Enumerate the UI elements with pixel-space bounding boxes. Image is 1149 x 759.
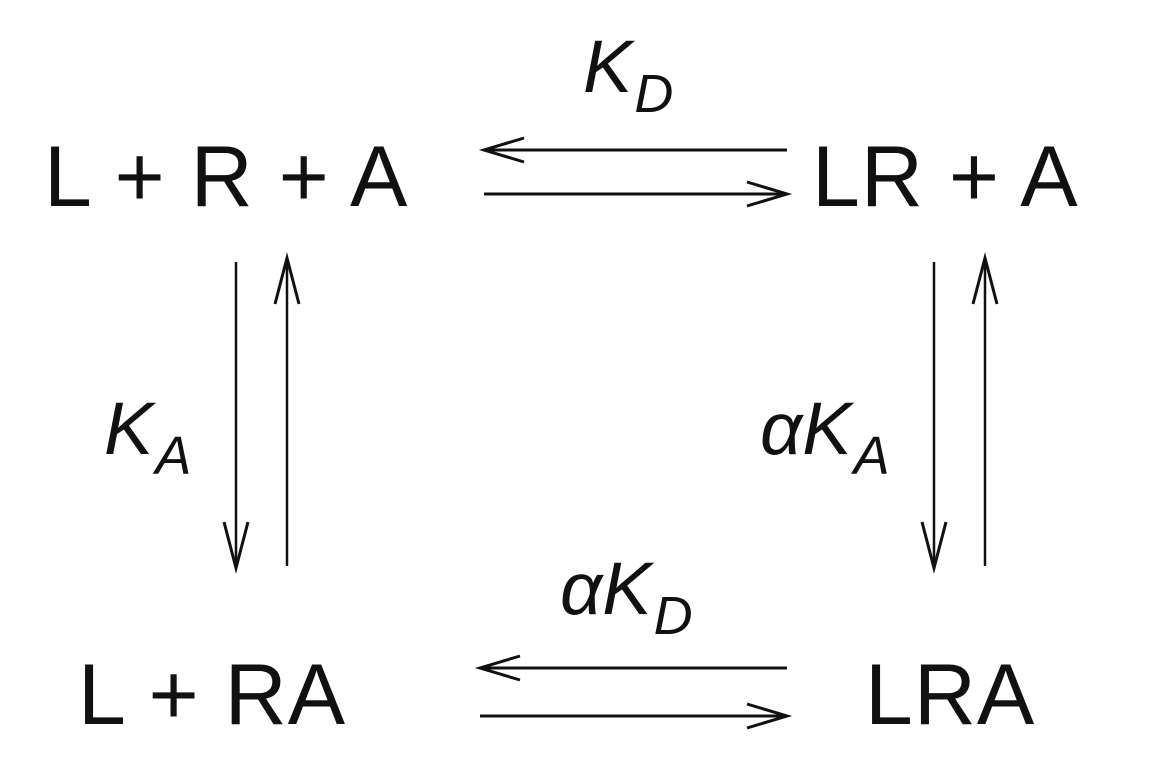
constant-right-symbol: K — [802, 387, 852, 470]
arrow-right-down — [920, 262, 948, 574]
arrow-top-forward — [484, 180, 793, 208]
constant-right-subscript: A — [853, 426, 890, 486]
arrow-bottom-reverse — [474, 654, 787, 682]
species-bottom-right: LRA — [865, 647, 1036, 743]
constant-right-alpha-ka: αKA — [760, 392, 890, 484]
arrow-top-reverse — [478, 136, 787, 164]
constant-top-kd: KD — [583, 30, 673, 122]
arrow-right-up — [971, 252, 999, 566]
species-top-right: LR + A — [812, 129, 1079, 225]
constant-right-prefix: α — [760, 387, 803, 470]
arrow-left-down — [222, 262, 250, 574]
arrow-bottom-forward — [480, 702, 793, 730]
constant-top-symbol: K — [583, 25, 633, 108]
arrow-left-up — [273, 252, 301, 566]
constant-left-subscript: A — [155, 426, 192, 486]
constant-left-ka: KA — [104, 392, 191, 484]
constant-bottom-subscript: D — [653, 586, 693, 646]
constant-bottom-alpha-kd: αKD — [560, 552, 693, 644]
species-bottom-left: L + RA — [78, 647, 347, 743]
constant-bottom-symbol: K — [602, 547, 652, 630]
constant-left-symbol: K — [104, 387, 154, 470]
species-top-left: L + R + A — [44, 129, 409, 225]
constant-bottom-prefix: α — [560, 547, 603, 630]
constant-top-subscript: D — [634, 64, 674, 124]
